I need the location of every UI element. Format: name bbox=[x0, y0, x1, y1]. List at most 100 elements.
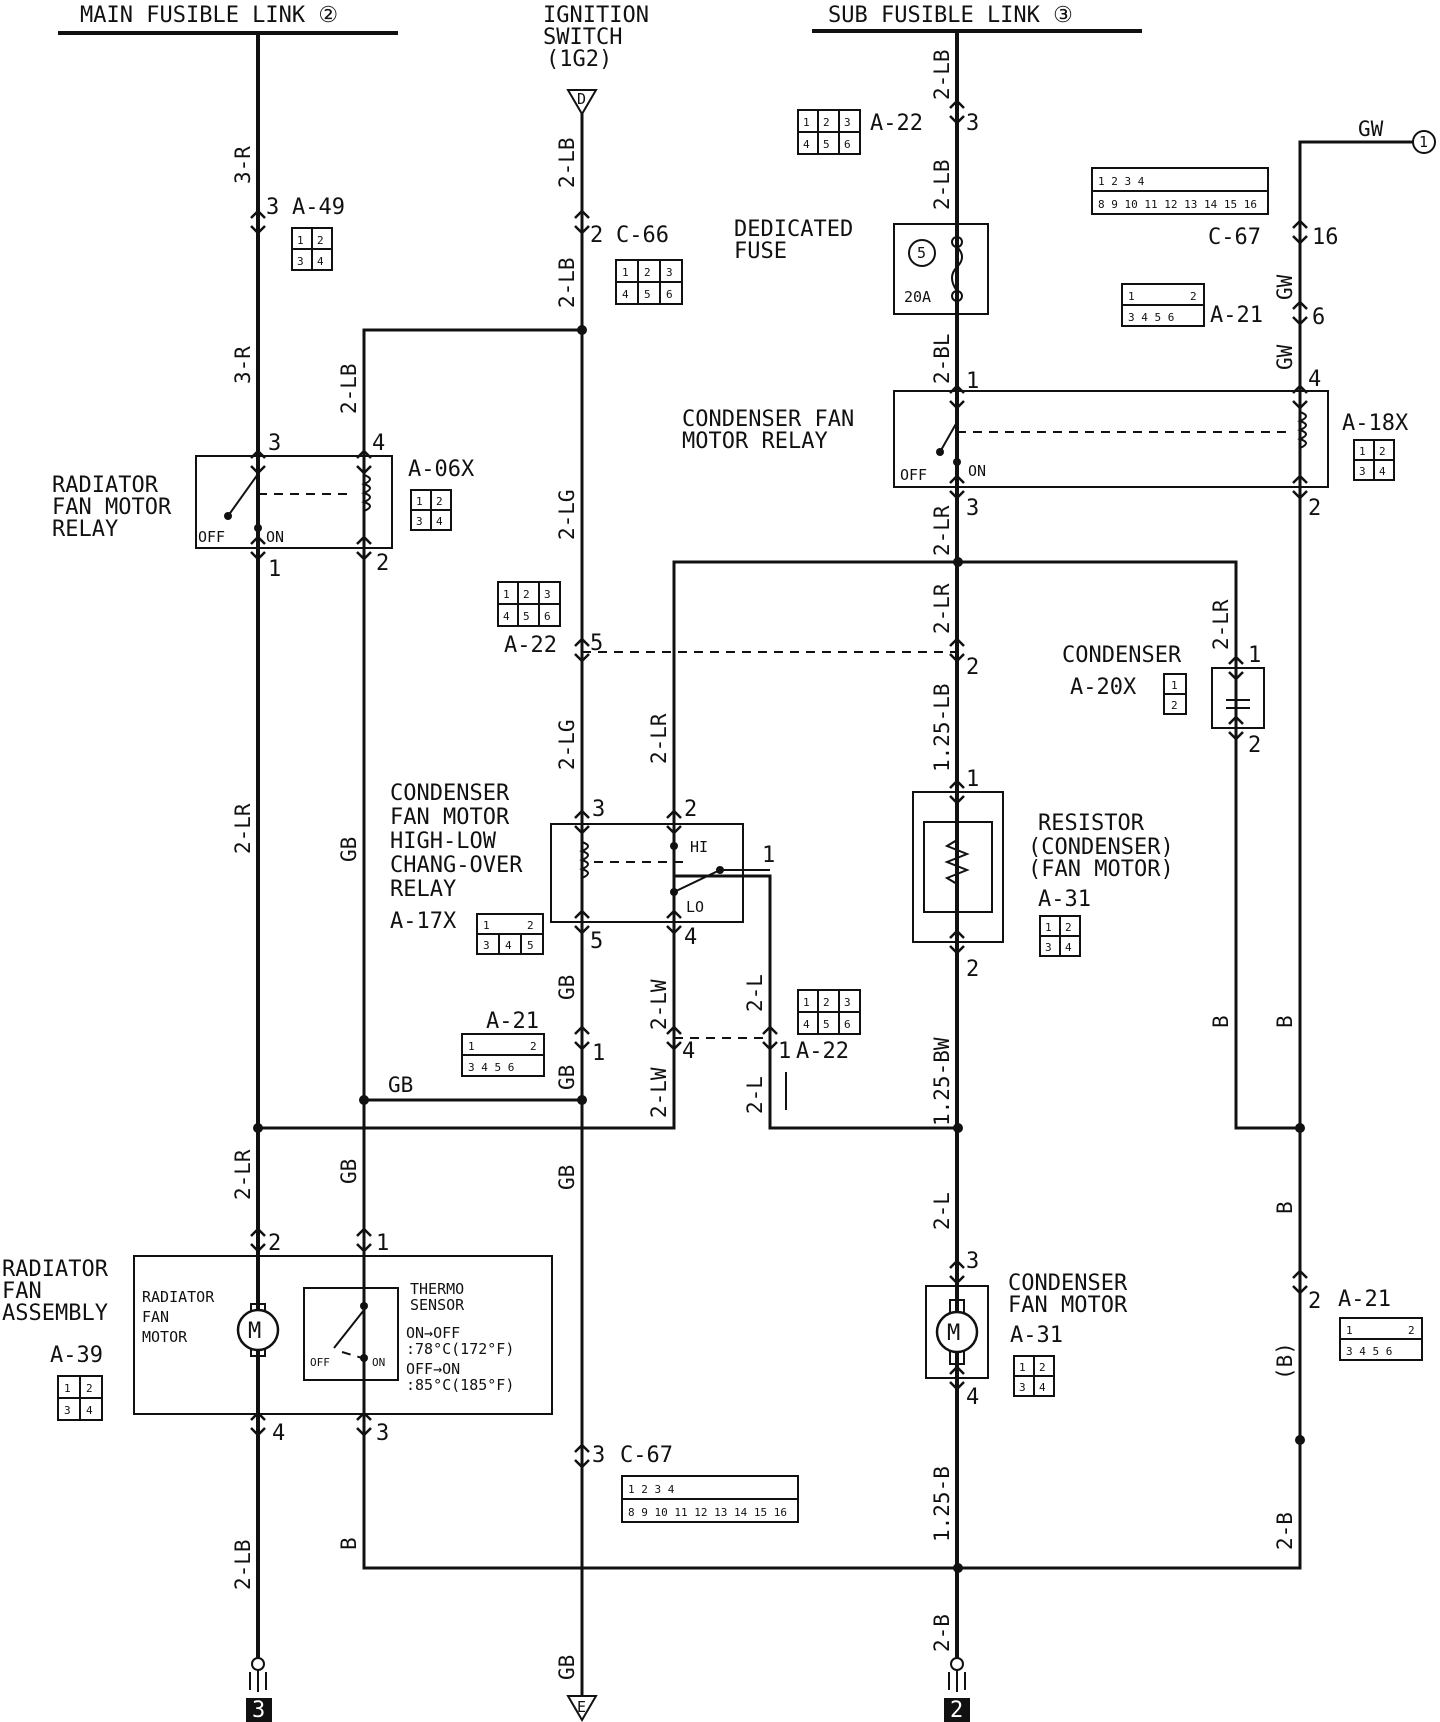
svg-text:RELAY: RELAY bbox=[390, 877, 456, 902]
svg-text:2: 2 bbox=[527, 919, 534, 932]
svg-text:2: 2 bbox=[950, 1698, 963, 1722]
svg-text:2-LB: 2-LB bbox=[930, 49, 954, 100]
svg-text:GB: GB bbox=[555, 1065, 579, 1090]
svg-text:1.25-B: 1.25-B bbox=[930, 1466, 954, 1542]
header-ignition-switch: IGNITION SWITCH (1G2) bbox=[543, 3, 649, 72]
svg-text:1: 1 bbox=[376, 1231, 389, 1256]
connector-c67-top: 1 2 3 4 8 9 10 11 12 13 14 15 16 C-67 16 bbox=[1091, 167, 1339, 250]
svg-text:ASSEMBLY: ASSEMBLY bbox=[2, 1301, 108, 1326]
ground-3: 3 bbox=[246, 1657, 272, 1722]
svg-text:IGNITION: IGNITION bbox=[543, 3, 649, 28]
svg-text:FAN: FAN bbox=[142, 1308, 169, 1326]
svg-text:4: 4 bbox=[1308, 367, 1321, 392]
svg-text:2: 2 bbox=[823, 996, 830, 1009]
svg-text:3: 3 bbox=[416, 515, 423, 528]
svg-text:GB: GB bbox=[555, 1165, 579, 1190]
svg-text:A-22: A-22 bbox=[796, 1039, 849, 1064]
svg-text:3: 3 bbox=[592, 1443, 605, 1468]
svg-text:2-BL: 2-BL bbox=[930, 333, 954, 384]
svg-text:OFF: OFF bbox=[198, 528, 225, 546]
svg-text:1.25-BW: 1.25-BW bbox=[930, 1037, 954, 1126]
svg-text:6: 6 bbox=[1312, 305, 1325, 330]
svg-text:2: 2 bbox=[1171, 699, 1178, 712]
svg-text:2-B: 2-B bbox=[930, 1614, 954, 1652]
svg-text:(CONDENSER): (CONDENSER) bbox=[1028, 835, 1174, 860]
svg-text:2-L: 2-L bbox=[743, 974, 767, 1012]
header-sub-fusible-link: SUB FUSIBLE LINK ③ bbox=[812, 3, 1142, 33]
svg-text:A-49: A-49 bbox=[292, 195, 345, 220]
svg-text:5: 5 bbox=[823, 138, 830, 151]
changeover-relay: CONDENSER FAN MOTOR HIGH-LOW CHANG-OVER … bbox=[390, 781, 775, 955]
svg-text:2-LR: 2-LR bbox=[231, 1149, 255, 1200]
svg-text:CONDENSER: CONDENSER bbox=[1062, 643, 1182, 668]
svg-text:1: 1 bbox=[1019, 1361, 1026, 1374]
ground-2: 2 bbox=[944, 1657, 970, 1722]
a20x-connector-icon: 12 bbox=[1163, 673, 1187, 715]
svg-text:C-67: C-67 bbox=[1208, 225, 1261, 250]
svg-text:GW: GW bbox=[1358, 117, 1384, 141]
thermo-sensor: THERMO SENSOR ON→OFF :78°C(172°F) OFF→ON… bbox=[303, 1280, 514, 1394]
radiator-fan-motor-relay: RADIATOR FAN MOTOR RELAY OFF ON 3 4 1 2 … bbox=[52, 431, 475, 582]
svg-text:3: 3 bbox=[64, 1404, 71, 1417]
svg-text:2-LW: 2-LW bbox=[647, 979, 671, 1030]
svg-text:D: D bbox=[577, 90, 586, 108]
svg-text:3: 3 bbox=[966, 496, 979, 521]
svg-text:OFF→ON: OFF→ON bbox=[406, 1360, 460, 1378]
svg-text:4: 4 bbox=[803, 138, 810, 151]
svg-text:2: 2 bbox=[644, 266, 651, 279]
svg-text:ON→OFF: ON→OFF bbox=[406, 1324, 460, 1342]
svg-text:1: 1 bbox=[966, 767, 979, 792]
circle-ref-1: 1 bbox=[1412, 130, 1436, 154]
svg-text:5: 5 bbox=[590, 929, 603, 954]
svg-text:RADIATOR: RADIATOR bbox=[52, 473, 159, 498]
svg-text:1: 1 bbox=[1359, 445, 1366, 458]
svg-text:2-LB: 2-LB bbox=[555, 137, 579, 188]
svg-text:1: 1 bbox=[1045, 921, 1052, 934]
svg-text:FAN MOTOR: FAN MOTOR bbox=[390, 805, 510, 830]
svg-text:MAIN FUSIBLE LINK ②: MAIN FUSIBLE LINK ② bbox=[80, 3, 338, 28]
svg-text:2-LG: 2-LG bbox=[555, 489, 579, 540]
svg-text:(1G2): (1G2) bbox=[546, 47, 612, 72]
svg-text:3: 3 bbox=[252, 1698, 265, 1722]
svg-text:4: 4 bbox=[966, 1385, 979, 1410]
svg-text:6: 6 bbox=[844, 138, 851, 151]
svg-text:3: 3 bbox=[297, 255, 304, 268]
radiator-fan-assembly: RADIATOR FAN ASSEMBLY RADIATOR FAN MOTOR… bbox=[2, 1231, 553, 1446]
svg-text:GB: GB bbox=[388, 1073, 413, 1097]
svg-text:1: 1 bbox=[1248, 643, 1261, 668]
svg-text::78°C(172°F): :78°C(172°F) bbox=[406, 1340, 514, 1358]
svg-text:DEDICATED: DEDICATED bbox=[734, 217, 853, 242]
svg-text:FAN: FAN bbox=[2, 1279, 42, 1304]
svg-text:GW: GW bbox=[1273, 274, 1297, 300]
svg-text:3: 3 bbox=[1359, 465, 1366, 478]
svg-text:A-18X: A-18X bbox=[1342, 411, 1409, 436]
resistor-condenser-fan-motor: 1 2 RESISTOR (CONDENSER) (FAN MOTOR) A-3… bbox=[912, 767, 1174, 982]
svg-text:A-22: A-22 bbox=[504, 633, 557, 658]
svg-text:1: 1 bbox=[483, 919, 490, 932]
svg-text:1: 1 bbox=[778, 1039, 791, 1064]
svg-text:1: 1 bbox=[503, 588, 510, 601]
svg-text:6: 6 bbox=[666, 288, 673, 301]
svg-text:2: 2 bbox=[966, 655, 979, 680]
svg-text:RELAY: RELAY bbox=[52, 517, 118, 542]
svg-text:2-LR: 2-LR bbox=[647, 713, 671, 764]
svg-text:3 4 5 6: 3 4 5 6 bbox=[1128, 311, 1174, 324]
wire-labels: 3-R 3-R 2-LB 2-LB 2-LB 2-LG 2-LG 2-LR 2-… bbox=[231, 49, 1384, 1680]
svg-text:A-39: A-39 bbox=[50, 1343, 103, 1368]
svg-text:LO: LO bbox=[686, 898, 704, 916]
svg-text:4: 4 bbox=[503, 610, 510, 623]
condenser-fan-motor-relay: CONDENSER FAN MOTOR RELAY OFF ON 1 4 3 2… bbox=[682, 367, 1409, 521]
dedicated-fuse: 5 20A DEDICATED FUSE bbox=[734, 217, 989, 315]
svg-text:M: M bbox=[947, 1321, 960, 1346]
svg-text:2-LB: 2-LB bbox=[555, 257, 579, 308]
svg-text:2: 2 bbox=[317, 234, 324, 247]
svg-text:B: B bbox=[1273, 1015, 1297, 1028]
svg-text:2: 2 bbox=[1190, 290, 1197, 303]
